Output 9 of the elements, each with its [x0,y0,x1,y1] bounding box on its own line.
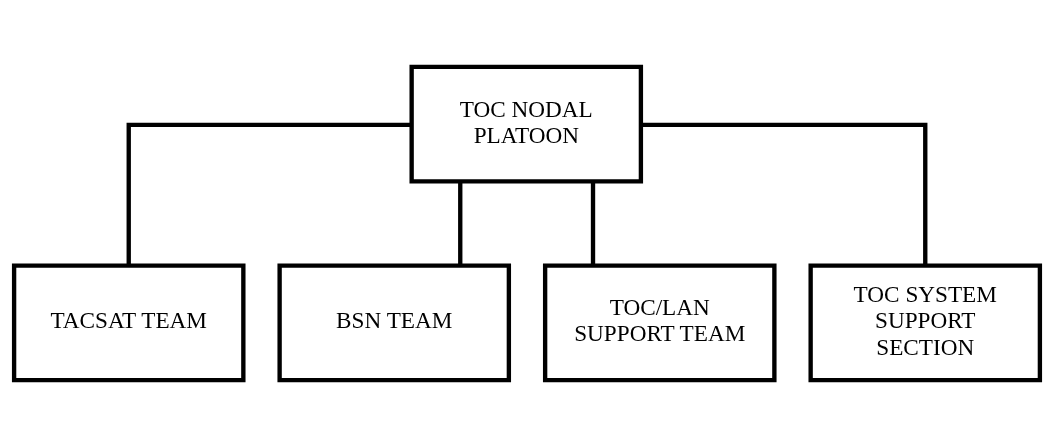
node-box: BSN TEAM [277,263,512,383]
connector [590,181,596,266]
connector [458,181,463,266]
node-box: TOC SYSTEM SUPPORT SECTION [808,263,1043,383]
node-box: TOC NODAL PLATOON [409,64,644,184]
connector [126,122,412,266]
node-box: TACSAT TEAM [11,263,246,383]
connector [641,122,928,266]
node-box: TOC/LAN SUPPORT TEAM [542,263,777,383]
